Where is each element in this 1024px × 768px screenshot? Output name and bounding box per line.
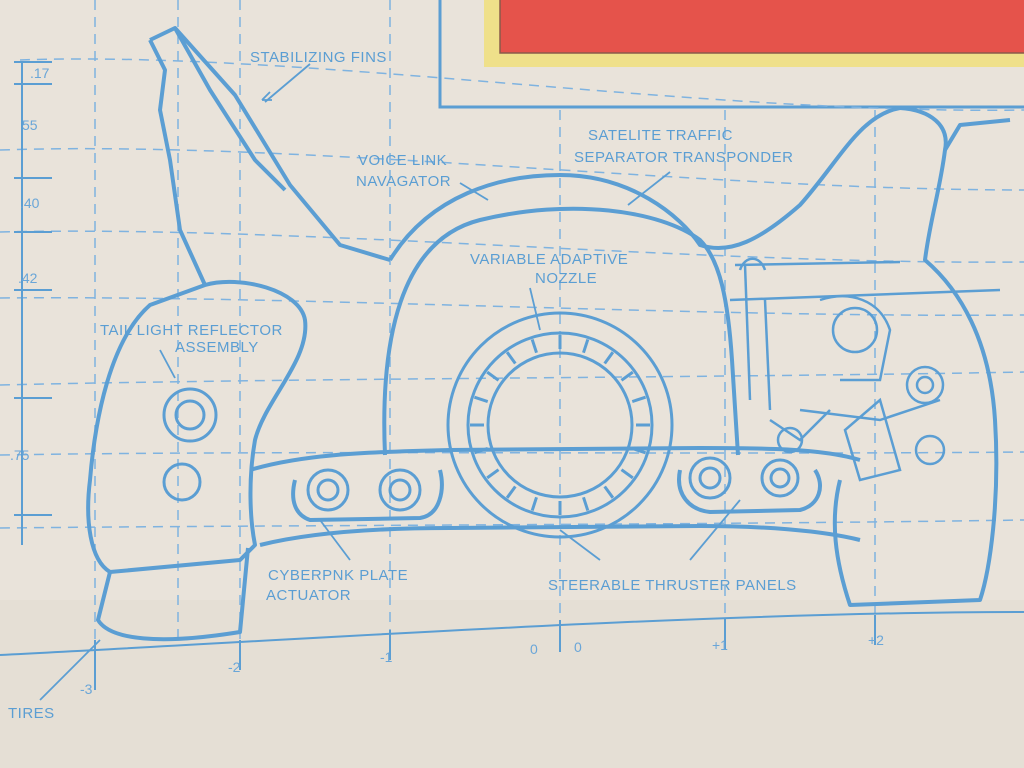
label-nozzle-line2: NOZZLE bbox=[535, 270, 597, 287]
dimension-label-0b: 0 bbox=[574, 639, 582, 655]
nozzle-vane bbox=[486, 468, 500, 480]
label-voice-link-line1: VOICE LINK bbox=[358, 152, 447, 169]
nozzle-vane bbox=[486, 370, 500, 382]
nozzle-vane bbox=[582, 338, 590, 354]
nozzle-vane bbox=[473, 395, 489, 403]
dimension-label-75: .75 bbox=[10, 447, 30, 463]
nozzle-vane bbox=[631, 447, 647, 455]
label-satelite-line2: SEPARATOR TRANSPONDER bbox=[574, 149, 793, 166]
dimension-label-minus3: -3 bbox=[80, 681, 93, 697]
nozzle-vane bbox=[505, 351, 517, 365]
tail-light-reflectors bbox=[162, 387, 218, 502]
dimension-label-minus2: -2 bbox=[228, 659, 241, 675]
dimension-label-plus1: +1 bbox=[712, 637, 728, 653]
dimension-label-55: 55 bbox=[22, 117, 38, 133]
actuator-rings bbox=[306, 456, 800, 512]
vehicle-body-outline bbox=[86, 26, 1011, 642]
nozzle-vane bbox=[603, 485, 615, 499]
label-taillight-line2: ASSEMBLY bbox=[175, 339, 259, 356]
nozzle-vane bbox=[620, 370, 634, 382]
nozzle-vane bbox=[473, 447, 489, 455]
dimension-label-plus2: +2 bbox=[868, 632, 884, 648]
dimension-label-0a: 0 bbox=[530, 641, 538, 657]
fabric-fold-shadow bbox=[0, 600, 1024, 768]
right-suspension-mechanism bbox=[729, 257, 1001, 482]
nozzle-vane bbox=[505, 485, 517, 499]
label-satelite-line1: SATELITE TRAFFIC bbox=[588, 127, 733, 144]
red-inset-panel bbox=[438, 0, 1024, 109]
nozzle-vane bbox=[603, 351, 615, 365]
nozzle-vane bbox=[620, 468, 634, 480]
nozzle-vanes bbox=[470, 335, 650, 515]
dimension-label-40: .40 bbox=[20, 195, 40, 211]
label-cyberpnk-line2: ACTUATOR bbox=[266, 587, 351, 604]
leader-arrows bbox=[39, 63, 741, 701]
nozzle-assembly bbox=[446, 311, 674, 539]
label-steerable-thruster: STEERABLE THRUSTER PANELS bbox=[548, 577, 797, 594]
nozzle-vane bbox=[530, 496, 538, 512]
label-nozzle-line1: VARIABLE ADAPTIVE bbox=[470, 251, 628, 268]
label-taillight-line1: TAIL LIGHT REFLECTOR bbox=[100, 322, 283, 339]
label-voice-link-line2: NAVAGATOR bbox=[356, 173, 451, 190]
bottom-dimension-ruler bbox=[0, 611, 1024, 690]
label-stabilizing-fins: STABILIZING FINS bbox=[250, 49, 387, 66]
nozzle-vane bbox=[582, 496, 590, 512]
label-tires: TIRES bbox=[8, 705, 55, 722]
dimension-label-42: .42 bbox=[18, 270, 38, 286]
grid-lines bbox=[0, 0, 1024, 640]
dimension-label-minus1: -1 bbox=[380, 649, 393, 665]
label-cyberpnk-line1: CYBERPNK PLATE bbox=[268, 567, 408, 584]
nozzle-vane bbox=[530, 338, 538, 354]
nozzle-vane bbox=[631, 395, 647, 403]
dimension-label-17: .17 bbox=[30, 65, 50, 81]
left-dimension-ruler bbox=[14, 61, 52, 545]
